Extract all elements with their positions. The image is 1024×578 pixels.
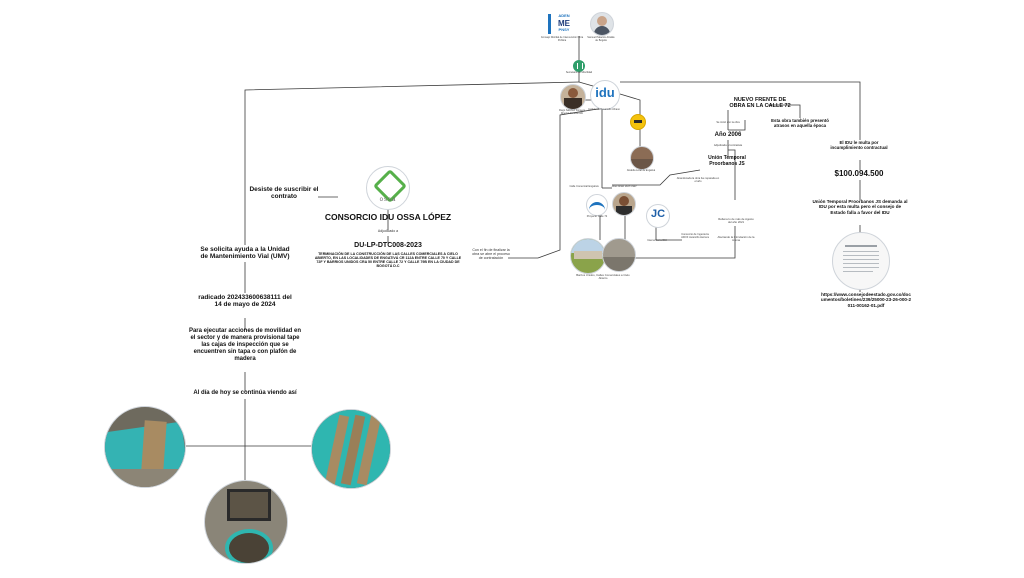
abandono-label: Abandonada la obra fue reparada en el añ… [676, 177, 720, 183]
sentencia-document-thumb[interactable] [832, 232, 890, 290]
consorcio-ingenieria-label: Consorcio de Ingeniería ADOF Jaramillo H… [681, 233, 709, 239]
director-caption: Diego Sánchez Fonseca Director General I… [558, 109, 586, 115]
idu-caption: Instituto de Desarrollo Urbano [588, 108, 620, 111]
alcalde-caption: Samuel Palacios Alcalde de Bogotá [587, 36, 615, 42]
al-dia-text: Al día de hoy se continúa viendo así [193, 390, 297, 396]
consorcio-title: CONSORCIO IDU OSSA LÓPEZ [324, 212, 452, 222]
idu-logo[interactable]: idu [590, 80, 620, 110]
adjudicado-text: Adjudicado a [377, 229, 399, 233]
esta-obra-text: Esta obra también presentó atrasos en aq… [771, 118, 829, 129]
desiste-text: Desiste de suscribir el contrato [249, 186, 319, 201]
movilidad-caption: Secretaría de Movilidad [565, 71, 593, 74]
logo-line-1: ADEN [558, 13, 570, 18]
calle-comercial-node[interactable] [586, 194, 608, 216]
logo-line-3: PNSY [558, 27, 570, 32]
multa-monto: $100.094.500 [834, 169, 884, 178]
radicado-text: radicado 202433600638111 del 14 de mayo … [198, 294, 292, 309]
ruiz-caption: Jose Israel Ruiz Páez [611, 185, 637, 188]
union-temporal-node: Unión Temporal Proorbanos JS [708, 155, 746, 167]
sentencia-url-link[interactable]: https://www.consejodeestado.gov.co/docum… [820, 292, 912, 308]
anio-2006: Año 2006 [714, 132, 742, 138]
rellena-label: Rellena lo de más de Agosto del año 2021 [718, 217, 754, 225]
interventoria-label: Interventoría IDU [647, 239, 667, 242]
idu-logo-text: idu [595, 85, 615, 100]
demanda-text: Unión Temporal Proorbanos JS demanda al … [812, 199, 908, 215]
photo-inspection-box-2[interactable] [311, 409, 391, 489]
solicita-umv-text: Se solicita ayuda a la Unidad de Manteni… [200, 246, 290, 261]
barrios-label: Barrios Unidos, Calles Comerciales a Cie… [576, 273, 630, 281]
contrato-code: DU-LP-DTC008-2023 [354, 242, 422, 249]
adenme-logo[interactable]: ADEN ME PNSY [548, 13, 576, 36]
interventoria-logo-text: JC [650, 208, 666, 220]
barrios-photo-2[interactable] [602, 238, 636, 272]
nuevo-frente-title: NUEVO FRENTE DE OBRA EN LA CALLE 72 [729, 97, 791, 110]
adjudicada-small: Adjudicada al contratista [713, 144, 743, 147]
calle-comercial-label: Calle Comercial Engativá [569, 185, 599, 188]
director-avatar[interactable] [560, 84, 586, 110]
ossa-logo-text: ossa [379, 197, 397, 203]
alcaldia-caption: Alcaldía Local de Engativá [626, 169, 656, 172]
nota-contratacion: Con el fin de finalizar la obra se abre … [472, 248, 510, 261]
ruiz-avatar[interactable] [612, 192, 636, 216]
ejecutar-acciones-text: Para ejecutar acciones de movilidad en e… [188, 328, 302, 362]
logo-line-2: ME [558, 19, 570, 28]
ossa-logo[interactable]: ossa [366, 166, 410, 210]
barrios-photo-1[interactable] [570, 238, 606, 274]
alcalde-avatar[interactable] [590, 12, 614, 36]
contrato-descripcion: TERMINACIÓN DE LA CONSTRUCCIÓN DE LAS CA… [314, 252, 462, 269]
logo-caption: Consejo Distrital de Intervención Obra P… [540, 36, 584, 42]
movilidad-node[interactable] [573, 60, 585, 72]
alcaldia-yellow-node[interactable] [630, 114, 646, 130]
photo-inspection-box-1[interactable] [104, 406, 186, 488]
interventoria-logo[interactable]: JC [646, 204, 670, 228]
alcaldia-photo[interactable] [630, 146, 654, 170]
afectando-label: Afectando la Circulación de la misma [717, 235, 755, 243]
inicio-obra-small: Se inició con la obra [716, 121, 740, 124]
photo-inspection-box-3[interactable] [204, 480, 288, 564]
multa-text: El IDU le multa por incumplimiento contr… [830, 140, 888, 151]
calle-comercial-sub: Proyecto Calle 72 [586, 215, 608, 218]
